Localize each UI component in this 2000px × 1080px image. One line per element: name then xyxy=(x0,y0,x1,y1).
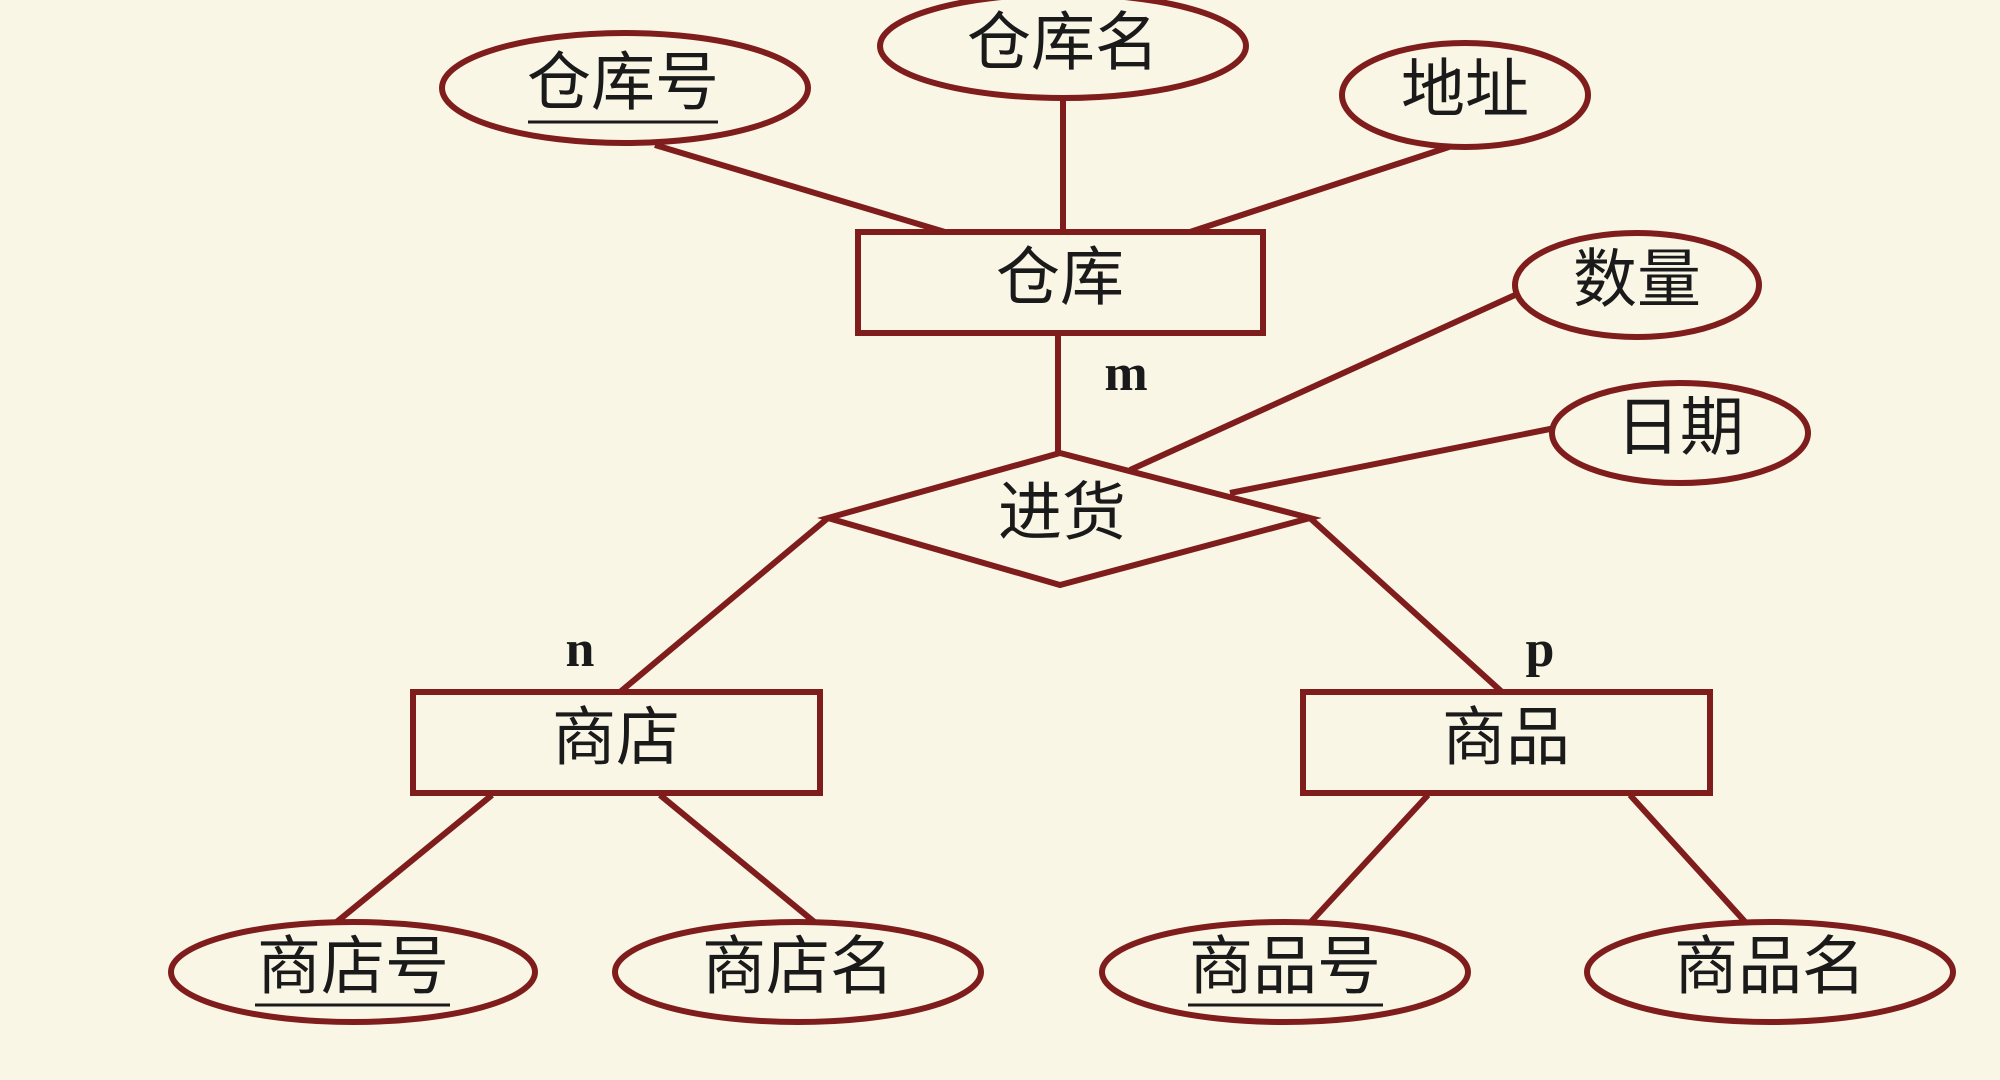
relationship-purchase-label: 进货 xyxy=(998,477,1126,551)
attr-date-ellipse xyxy=(1549,380,1811,486)
attr-quantity: 数量 xyxy=(1512,230,1762,340)
attr-warehouse-name-label: 仓库名 xyxy=(967,7,1159,81)
attr-store-name: 商店名 xyxy=(612,919,984,1025)
edges xyxy=(331,98,1751,928)
edge-quantity xyxy=(1128,292,1517,473)
attr-quantity-ellipse xyxy=(1512,230,1762,340)
attr-store-no-label: 商店号 xyxy=(257,931,449,1005)
attr-warehouse-no-ellipse xyxy=(439,30,811,146)
cardinality-warehouse: m xyxy=(1104,345,1147,402)
attr-warehouse-no-label: 仓库号 xyxy=(527,47,719,121)
attr-store-no: 商店号 xyxy=(168,919,538,1025)
edge-date xyxy=(1229,425,1556,496)
attr-address-label: 地址 xyxy=(1401,54,1529,128)
entity-product-label: 商品 xyxy=(1442,702,1570,776)
entity-store: 商店 xyxy=(410,689,823,796)
attr-product-no: 商品号 xyxy=(1099,919,1471,1025)
attr-address-ellipse xyxy=(1339,40,1591,150)
attr-date-label: 日期 xyxy=(1616,392,1744,466)
attr-product-name-label: 商品名 xyxy=(1674,931,1866,1005)
edge-warehouse-no xyxy=(654,142,946,235)
attr-quantity-label: 数量 xyxy=(1573,244,1701,318)
attr-product-name: 商品名 xyxy=(1584,919,1956,1025)
attr-product-no-label: 商品号 xyxy=(1189,931,1381,1005)
attr-warehouse-no: 仓库号 xyxy=(439,30,811,146)
edge-store-no xyxy=(331,792,494,928)
attr-warehouse-name: 仓库名 xyxy=(877,0,1249,101)
entity-store-box xyxy=(410,689,823,796)
attr-product-name-ellipse xyxy=(1584,919,1956,1025)
relationship-purchase: 进货 xyxy=(817,449,1322,589)
attr-product-no-ellipse xyxy=(1099,919,1471,1025)
entity-warehouse-box xyxy=(855,229,1266,336)
entity-product-box xyxy=(1300,689,1713,796)
cardinality-product: p xyxy=(1526,621,1555,678)
attr-address: 地址 xyxy=(1339,40,1591,150)
attr-store-no-ellipse xyxy=(168,919,538,1025)
edge-purchase-store xyxy=(618,515,830,695)
entity-product: 商品 xyxy=(1300,689,1713,796)
attr-store-name-ellipse xyxy=(612,919,984,1025)
relationship-purchase-diamond xyxy=(817,449,1322,589)
edge-purchase-product xyxy=(1307,515,1505,695)
entity-store-label: 商店 xyxy=(552,702,680,776)
attr-date: 日期 xyxy=(1549,380,1811,486)
attr-warehouse-name-ellipse xyxy=(877,0,1249,101)
edge-store-name xyxy=(658,792,820,928)
edge-product-no xyxy=(1305,792,1431,928)
cardinality-store: n xyxy=(566,621,595,678)
attr-store-name-label: 商店名 xyxy=(702,931,894,1005)
edge-address xyxy=(1189,142,1456,235)
entity-warehouse-label: 仓库 xyxy=(996,242,1124,316)
edge-product-name xyxy=(1627,792,1751,928)
entity-warehouse: 仓库 xyxy=(855,229,1266,336)
